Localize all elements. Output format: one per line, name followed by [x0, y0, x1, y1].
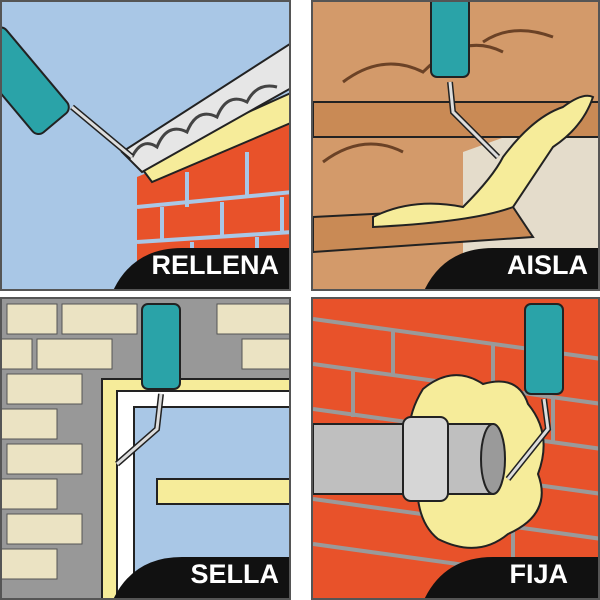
label-aisla: AISLA — [507, 250, 588, 280]
foam-gun — [430, 2, 501, 160]
panel-fija: FIJA — [311, 297, 600, 600]
label-rellena: RELLENA — [151, 250, 280, 280]
panel-rellena: RELLENA — [0, 0, 291, 291]
foam-gun — [505, 303, 564, 481]
foam-gun — [115, 303, 181, 467]
roof-fill-illustration — [2, 2, 289, 289]
wall — [463, 103, 598, 289]
label-tab — [114, 557, 289, 598]
window-bar — [156, 478, 289, 505]
panel-sella: SELLA — [0, 297, 291, 600]
label-tab — [425, 248, 598, 289]
pipe-coupling — [402, 416, 449, 502]
pipe-end — [480, 423, 506, 495]
label-fija: FIJA — [509, 559, 568, 589]
label-sella: SELLA — [190, 559, 279, 589]
roof-waves — [130, 84, 278, 158]
panel-aisla: AISLA — [311, 0, 600, 291]
wall-bricks — [2, 303, 289, 580]
label-tab — [425, 557, 598, 598]
label-tab — [114, 248, 289, 289]
window-seal-illustration — [2, 299, 289, 598]
pipe-fix-illustration — [313, 299, 598, 598]
corrugated-roof — [120, 43, 289, 174]
wood-grain — [322, 29, 554, 164]
foam — [372, 94, 595, 229]
foam-gun — [2, 26, 134, 160]
beam-insulate-illustration — [313, 2, 598, 289]
